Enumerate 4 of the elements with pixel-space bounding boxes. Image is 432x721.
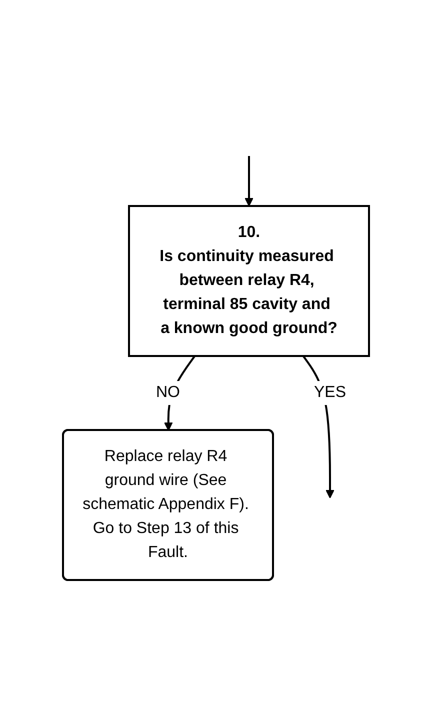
arrow <box>244 156 254 206</box>
arrow <box>164 354 196 430</box>
question-box: 10. Is continuity measured between relay R4, terminal 85 cavity and a known good ground? <box>128 204 370 356</box>
action-box: Replace relay R4 ground wire (See schematic Appendix F). Go to Step 13 of this Fault. <box>62 428 274 580</box>
